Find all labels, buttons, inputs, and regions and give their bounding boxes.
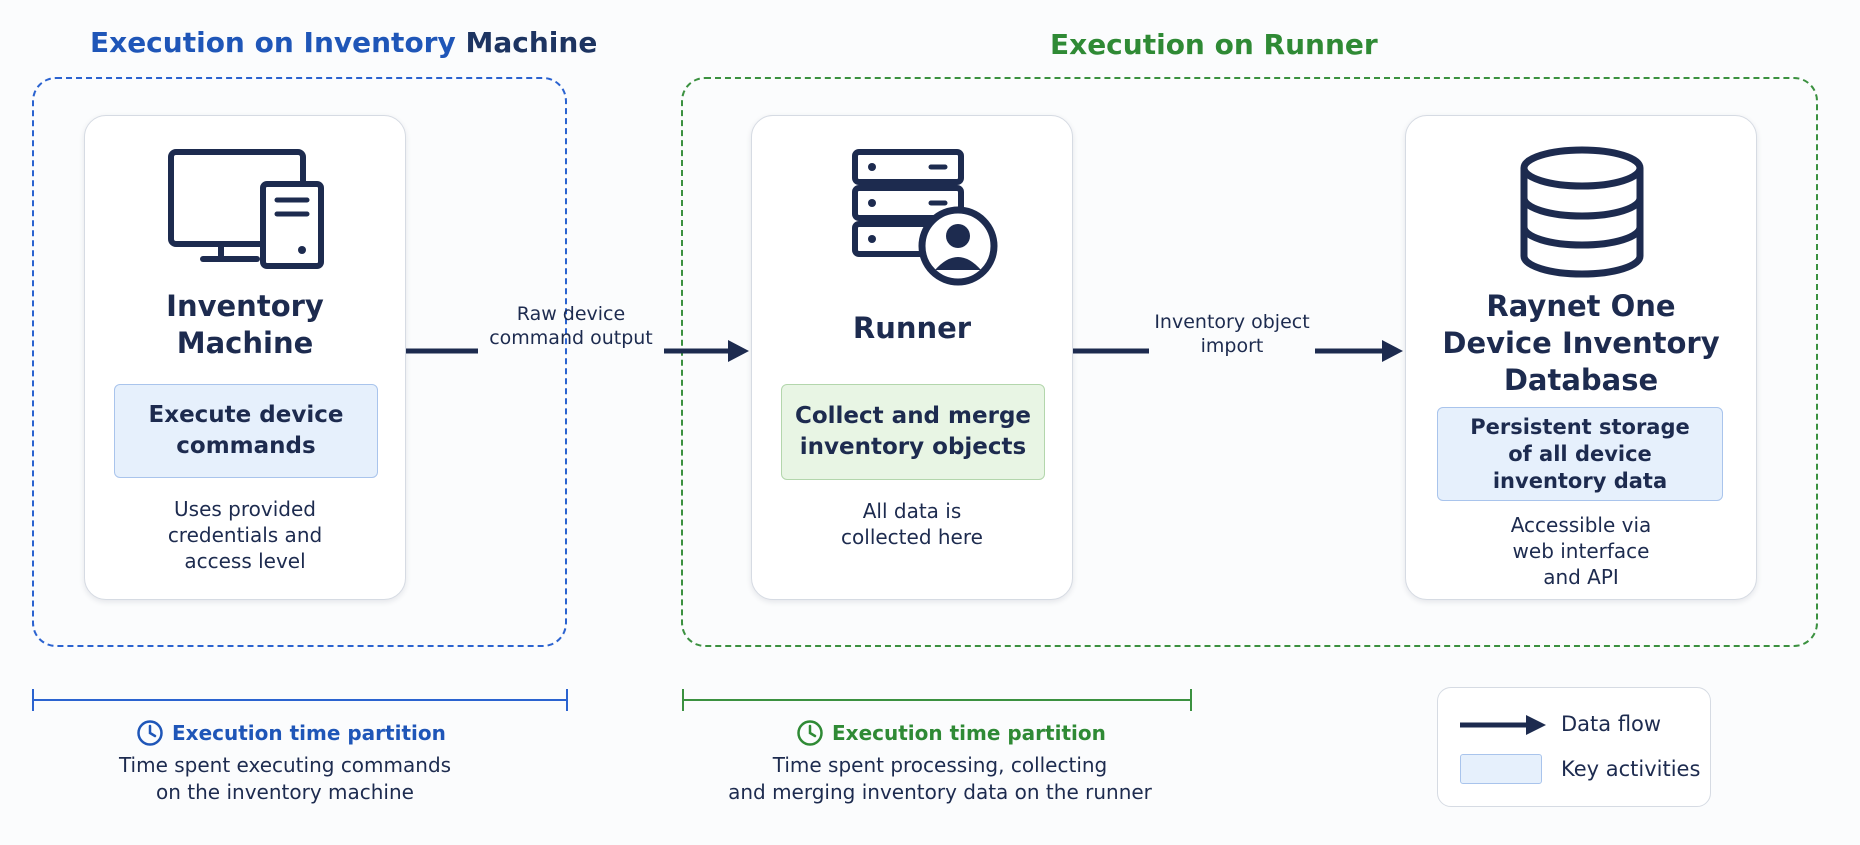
runner-partition-title: Execution time partition — [796, 719, 1106, 747]
database-activity-line1: Persistent storage — [1470, 414, 1690, 439]
inventory-machine-title: Inventory Machine — [85, 288, 405, 362]
runner-partition-bracket — [682, 689, 1192, 711]
runner-activity: Collect and merge inventory objects — [781, 384, 1045, 480]
inventory-partition-desc-line2: on the inventory machine — [156, 780, 414, 804]
database-activity-line3: inventory data — [1492, 468, 1668, 493]
inventory-partition-desc-line1: Time spent executing commands — [118, 753, 452, 777]
legend-key-activities-label: Key activities — [1561, 757, 1701, 781]
inventory-machine-note-line3: access level — [184, 549, 306, 573]
inventory-machine-activity-line2: commands — [176, 433, 316, 459]
runner-note-line1: All data is — [862, 499, 962, 523]
inventory-group-box — [32, 77, 567, 647]
inventory-partition-title-text: Execution time partition — [172, 721, 446, 745]
inventory-machine-activity-line1: Execute device — [148, 402, 344, 428]
legend: Data flow Key activities — [1437, 687, 1711, 807]
server-user-icon — [852, 149, 998, 286]
runner-card: Runner Collect and merge inventory objec… — [751, 115, 1073, 600]
data-flow-arrow-1 — [406, 340, 749, 362]
desktop-tower-icon — [168, 149, 324, 269]
database-title-line2: Device Inventory — [1442, 326, 1720, 360]
database-title-line3: Database — [1503, 363, 1659, 397]
runner-group-title: Execution on Runner — [1050, 28, 1378, 61]
inventory-group-title: Execution on Inventory Machine — [90, 26, 597, 59]
database-title-line1: Raynet One — [1486, 289, 1676, 323]
data-flow-arrow-2 — [1073, 340, 1403, 362]
database-activity-line2: of all device — [1508, 441, 1652, 466]
arrow-1-label-line1: Raw device — [516, 303, 626, 325]
inventory-machine-card: Inventory Machine Execute device command… — [84, 115, 406, 600]
inventory-partition-desc: Time spent executing commands on the inv… — [90, 752, 480, 806]
arrow-1-label-line2: command output — [489, 327, 653, 349]
clock-icon — [797, 720, 823, 746]
runner-activity-line1: Collect and merge — [794, 403, 1032, 429]
arrow-2-label-line2: import — [1200, 335, 1264, 357]
runner-partition-desc: Time spent processing, collecting and me… — [700, 752, 1180, 806]
inventory-machine-note: Uses provided credentials and access lev… — [85, 496, 405, 574]
runner-activity-line2: inventory objects — [799, 434, 1027, 460]
inventory-machine-title-line2: Machine — [176, 326, 314, 360]
inventory-machine-activity: Execute device commands — [114, 384, 378, 478]
inventory-partition-title: Execution time partition — [136, 719, 446, 747]
arrow-2-label-line1: Inventory object — [1154, 311, 1310, 333]
runner-title: Runner — [852, 311, 972, 345]
arrow-1-label: Raw device command output — [478, 302, 664, 350]
inventory-partition-bracket — [32, 689, 568, 711]
inventory-group-title-part2: Machine — [465, 26, 598, 59]
runner-partition-desc-line2: and merging inventory data on the runner — [728, 780, 1152, 804]
key-activities-legend-swatch — [1460, 754, 1542, 784]
data-flow-legend-arrow — [1460, 715, 1546, 735]
runner-note-line2: collected here — [841, 525, 983, 549]
inventory-machine-note-line1: Uses provided — [174, 497, 316, 521]
database-note: Accessible via web interface and API — [1406, 512, 1756, 590]
database-note-line2: web interface — [1512, 539, 1650, 563]
database-note-line1: Accessible via — [1510, 513, 1652, 537]
runner-partition-desc-line1: Time spent processing, collecting — [772, 753, 1108, 777]
database-title: Raynet One Device Inventory Database — [1406, 288, 1756, 399]
arrow-2-label: Inventory object import — [1150, 310, 1314, 358]
inventory-group-title-part1: Execution on Inventory — [90, 26, 456, 59]
inventory-machine-title-line1: Inventory — [166, 289, 324, 323]
database-icon — [1520, 146, 1644, 278]
runner-group-box — [681, 77, 1818, 647]
runner-note: All data is collected here — [752, 498, 1072, 550]
database-card: Raynet One Device Inventory Database Per… — [1405, 115, 1757, 600]
database-note-line3: and API — [1543, 565, 1619, 589]
runner-partition-title-text: Execution time partition — [832, 721, 1106, 745]
legend-data-flow-label: Data flow — [1561, 712, 1662, 736]
clock-icon — [137, 720, 163, 746]
inventory-machine-note-line2: credentials and — [167, 523, 323, 547]
database-activity: Persistent storage of all device invento… — [1437, 407, 1723, 501]
